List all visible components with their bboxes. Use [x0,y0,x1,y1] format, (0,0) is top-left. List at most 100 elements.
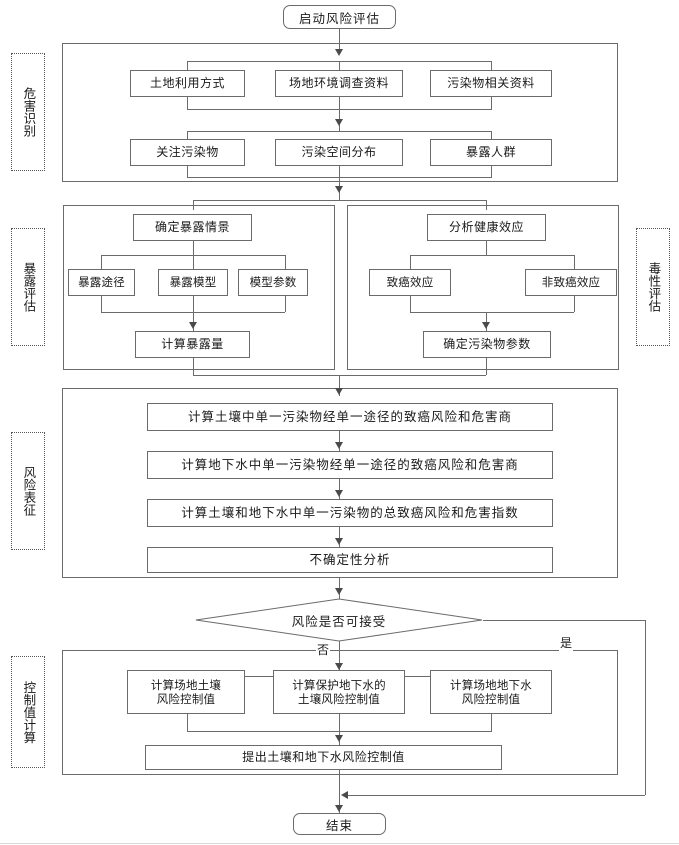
bus-toxicity-sub-bot-left-rise [410,296,411,312]
bus-control-bot-left-rise [187,714,188,731]
bus-hazard-row1-top-left-drop [187,61,188,71]
bus-toxicity-sub-top [410,255,574,256]
stage-label-hazard: 危害识别 [11,53,45,171]
yes-branch-horizontal-top [483,620,645,621]
bus-exposure-sub-top-left-drop [101,255,102,269]
control-group-box [62,650,618,775]
stage-label-toxicity: 毒性评估 [636,228,670,346]
hazard-box-land-use[interactable]: 土地利用方式 [130,70,245,97]
control-box-proposed-values[interactable]: 提出土壤和地下水风险控制值 [145,745,502,770]
decision-diamond[interactable]: 风险是否可接受 [195,598,483,642]
bus-hazard-row1-bot-right-rise [491,97,492,109]
hazard-group-box [62,43,618,182]
exposure-box-model-params[interactable]: 模型参数 [238,269,308,296]
connector-exposure-merge-rise [193,358,194,375]
arrowhead-exposure-to-calc [188,322,197,329]
bus-hazard-row1-top-right-drop [491,61,492,71]
start-node[interactable]: 启动风险评估 [283,5,396,29]
arrowhead-control-to-end [334,805,343,812]
bus-exposure-sub-bot-right-rise [285,296,286,312]
end-node[interactable]: 结束 [293,813,386,835]
connector-risk-step3-step4 [339,527,340,547]
arrowhead-start-to-hazard [334,49,343,56]
control-box-protect-groundwater-soil-text: 计算保护地下水的 土壤风险控制值 [292,677,386,706]
arrowhead-yes-branch [341,790,348,799]
hazard-box-contamination-distribution[interactable]: 污染空间分布 [275,139,403,166]
bus-hazard-row2-top-right-drop [491,131,492,140]
arrowhead-toxicity-to-params [481,322,490,329]
connector-control-to-end [339,770,340,813]
bus-split-left-drop [193,200,194,210]
toxicity-box-non-carcinogenic[interactable]: 非致癌效应 [525,269,617,296]
connector-scenario-down [193,241,194,255]
hazard-box-exposed-population[interactable]: 暴露人群 [430,139,552,166]
exposure-box-model[interactable]: 暴露模型 [158,269,228,296]
bus-control-bot-mid-rise [339,714,340,731]
risk-box-soil-single-pathway[interactable]: 计算土壤中单一污染物经单一途径的致癌风险和危害商 [147,403,553,431]
toxicity-group-box [347,205,619,370]
risk-box-total-risk[interactable]: 计算土壤和地下水中单一污染物的总致癌风险和危害指数 [147,499,553,527]
bus-hazard-row1-bot-mid-rise [339,97,340,109]
decision-no-label: 否 [316,641,331,658]
bus-exposure-sub-top-right-drop [285,255,286,269]
connector-merge-to-risk [339,375,340,396]
connector-health-effects-down [486,241,487,255]
no-branch-vertical [339,641,340,675]
yes-branch-vertical [645,620,646,795]
connector-toxicity-to-params [486,312,487,331]
exposure-box-calculate-dose[interactable]: 计算暴露量 [135,331,250,358]
arrowhead-risk-to-decision [334,588,343,595]
connector-exposure-to-calc [193,312,194,331]
control-box-site-groundwater[interactable]: 计算场地地下水 风险控制值 [430,670,552,714]
bus-exposure-sub-bot-mid-rise [193,296,194,312]
arrowhead-hazard-to-split [334,186,343,193]
stage-label-risk: 风险表征 [11,432,45,550]
exposure-group-box [63,205,335,370]
control-box-site-groundwater-text: 计算场地地下水 风险控制值 [450,677,532,706]
connector-start-to-hazard [339,29,340,54]
bus-hazard-row2-top-left-drop [187,131,188,140]
hazard-box-site-survey-data[interactable]: 场地环境调查资料 [275,70,403,97]
bus-split-exposure-toxicity [193,200,486,201]
arrowhead-risk-step2-step3 [334,490,343,497]
arrowhead-risk-step3-step4 [334,538,343,545]
connector-risk-step1-step2 [339,431,340,451]
bus-hazard-row2-bot-left-rise [187,166,188,177]
arrowhead-control-to-proposal [334,735,343,742]
bus-toxicity-sub-bottom [410,312,574,313]
arrowhead-no-branch [334,663,343,670]
decision-yes-label: 是 [559,634,574,651]
connector-toxicity-merge-rise [486,358,487,375]
hazard-box-target-contaminants[interactable]: 关注污染物 [130,139,245,166]
arrowhead-hazard-row1-to-row2 [334,119,343,126]
exposure-box-scenario[interactable]: 确定暴露情景 [133,214,252,241]
stage-label-exposure: 暴露评估 [11,228,45,346]
toxicity-box-contaminant-params[interactable]: 确定污染物参数 [423,331,551,358]
bus-split-right-drop [486,200,487,210]
bus-exposure-sub-top-mid-drop [193,255,194,269]
bus-hazard-row2-bot-right-rise [491,166,492,177]
toxicity-box-carcinogenic[interactable]: 致癌效应 [369,269,451,296]
bus-hazard-row2-bot-mid-rise [339,166,340,177]
risk-box-groundwater-single-pathway[interactable]: 计算地下水中单一污染物经单一途径的致癌风险和危害商 [147,451,553,479]
yes-branch-horizontal-bottom [345,795,645,796]
bus-toxicity-sub-top-left-drop [410,255,411,269]
connector-risk-step2-step3 [339,479,340,499]
control-box-protect-groundwater-soil[interactable]: 计算保护地下水的 土壤风险控制值 [273,670,405,714]
bottom-divider [0,843,679,844]
decision-label: 风险是否可接受 [291,613,387,629]
risk-box-uncertainty-analysis[interactable]: 不确定性分析 [147,547,553,573]
control-box-site-soil-text: 计算场地土壤 风险控制值 [150,677,222,706]
bus-hazard-row2-top [187,131,492,132]
exposure-box-pathway[interactable]: 暴露途径 [68,269,135,296]
hazard-box-contaminant-data[interactable]: 污染物相关资料 [430,70,552,97]
toxicity-box-health-effects[interactable]: 分析健康效应 [427,214,546,241]
bus-hazard-row1-top-mid-drop [339,61,340,71]
bus-exposure-sub-bot-left-rise [101,296,102,312]
bus-toxicity-sub-top-right-drop [574,255,575,269]
bus-toxicity-sub-bot-right-rise [574,296,575,312]
control-box-site-soil[interactable]: 计算场地土壤 风险控制值 [127,670,245,714]
bus-control-bot-right-rise [491,714,492,731]
arrowhead-risk-step1-step2 [334,442,343,449]
